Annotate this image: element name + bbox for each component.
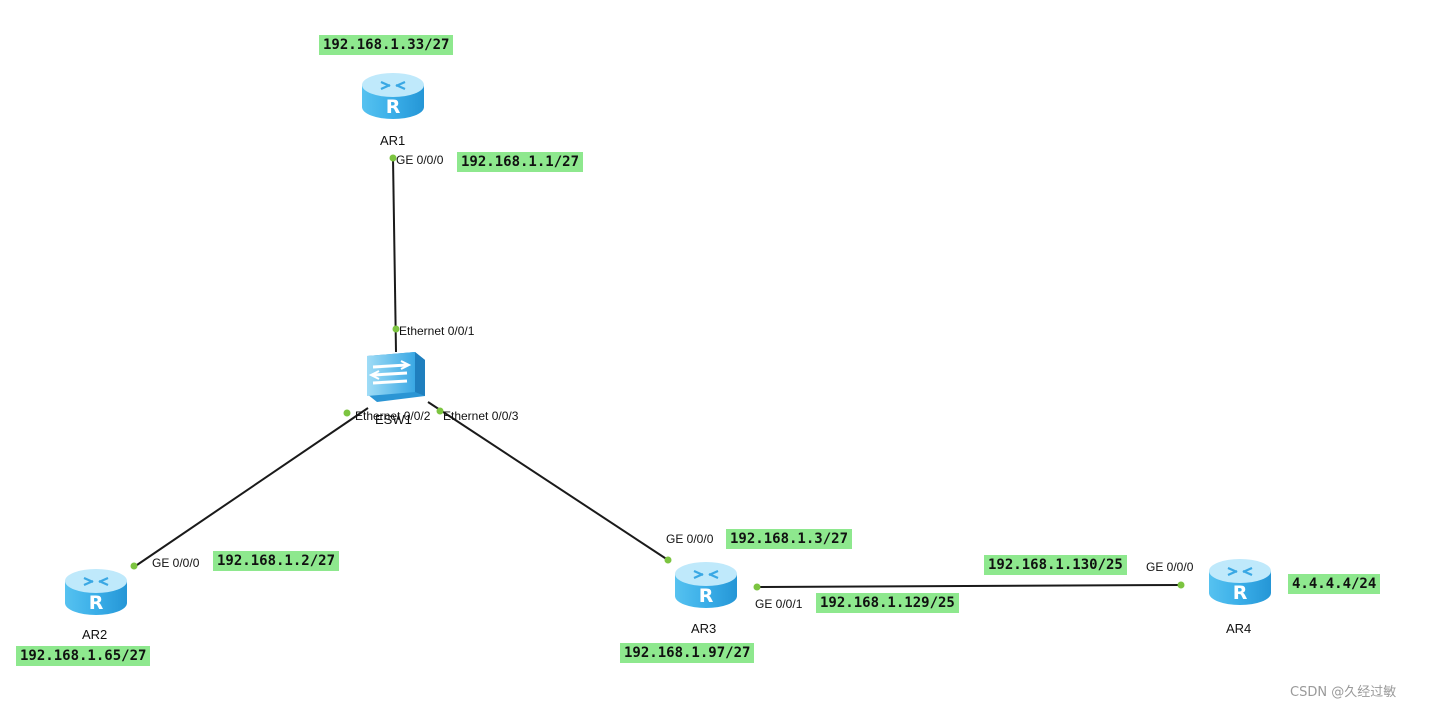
svg-text:R: R xyxy=(699,585,714,607)
port-dot-esw1-eth002 xyxy=(343,409,351,417)
ip-label-ar4-ge000: 192.168.1.130/25 xyxy=(984,555,1127,575)
port-label-esw1-eth002: Ethernet 0/0/2 xyxy=(355,409,431,423)
link-esw1-ar2 xyxy=(133,407,369,568)
device-label-ar2: AR2 xyxy=(82,627,108,642)
port-dot-esw1-eth003 xyxy=(436,407,444,415)
port-label-ar4-ge000: GE 0/0/0 xyxy=(1146,560,1194,574)
links xyxy=(133,157,1182,588)
port-label-ar2-ge000: GE 0/0/0 xyxy=(152,556,200,570)
link-ar3-ar4 xyxy=(756,584,1182,588)
router-icon[interactable]: R xyxy=(675,562,737,608)
ip-label-ar3-loopback: 192.168.1.97/27 xyxy=(620,643,755,663)
switch-icon[interactable] xyxy=(367,352,425,402)
device-label-ar3: AR3 xyxy=(691,621,717,636)
port-label-esw1-eth003: Ethernet 0/0/3 xyxy=(443,409,519,423)
svg-text:R: R xyxy=(386,96,401,118)
port-label-esw1-eth001: Ethernet 0/0/1 xyxy=(399,324,475,338)
link-ar1-esw1 xyxy=(392,157,397,353)
svg-text:R: R xyxy=(89,592,104,614)
port-dot-esw1-eth001 xyxy=(392,325,400,333)
router-icon[interactable]: R xyxy=(1209,559,1271,605)
port-dot-ar4-ge000 xyxy=(1177,581,1185,589)
ip-label-ar1-ge000: 192.168.1.1/27 xyxy=(457,152,584,172)
svg-text:R: R xyxy=(1233,582,1248,604)
csdn-watermark: CSDN @久经过敏 xyxy=(1290,685,1397,700)
port-label-ar1-ge000: GE 0/0/0 xyxy=(396,153,444,167)
ip-label-ar2-ge000: 192.168.1.2/27 xyxy=(213,551,340,571)
ip-label-ar1-loopback: 192.168.1.33/27 xyxy=(319,35,454,55)
port-dot-ar3-ge001 xyxy=(753,583,761,591)
device-label-esw1: ESW1 xyxy=(375,412,412,427)
port-dot-ar3-ge000 xyxy=(664,556,672,564)
router-icon[interactable]: R xyxy=(65,569,127,615)
port-label-ar3-ge000: GE 0/0/0 xyxy=(666,532,714,546)
device-label-ar1: AR1 xyxy=(380,133,406,148)
link-esw1-ar3 xyxy=(427,401,669,561)
port-dot-ar1-ge000 xyxy=(389,154,397,162)
port-label-ar3-ge001: GE 0/0/1 xyxy=(755,597,803,611)
ip-label-ar2-loopback: 192.168.1.65/27 xyxy=(16,646,151,666)
port-dot-ar2-ge000 xyxy=(130,562,138,570)
ip-label-ar3-ge001: 192.168.1.129/25 xyxy=(816,593,959,613)
port-dots xyxy=(130,154,1185,591)
ip-label-ar4-loopback: 4.4.4.4/24 xyxy=(1288,574,1381,594)
device-label-ar4: AR4 xyxy=(1226,621,1252,636)
ip-label-ar3-ge000: 192.168.1.3/27 xyxy=(726,529,853,549)
router-icon[interactable]: R xyxy=(362,73,424,119)
